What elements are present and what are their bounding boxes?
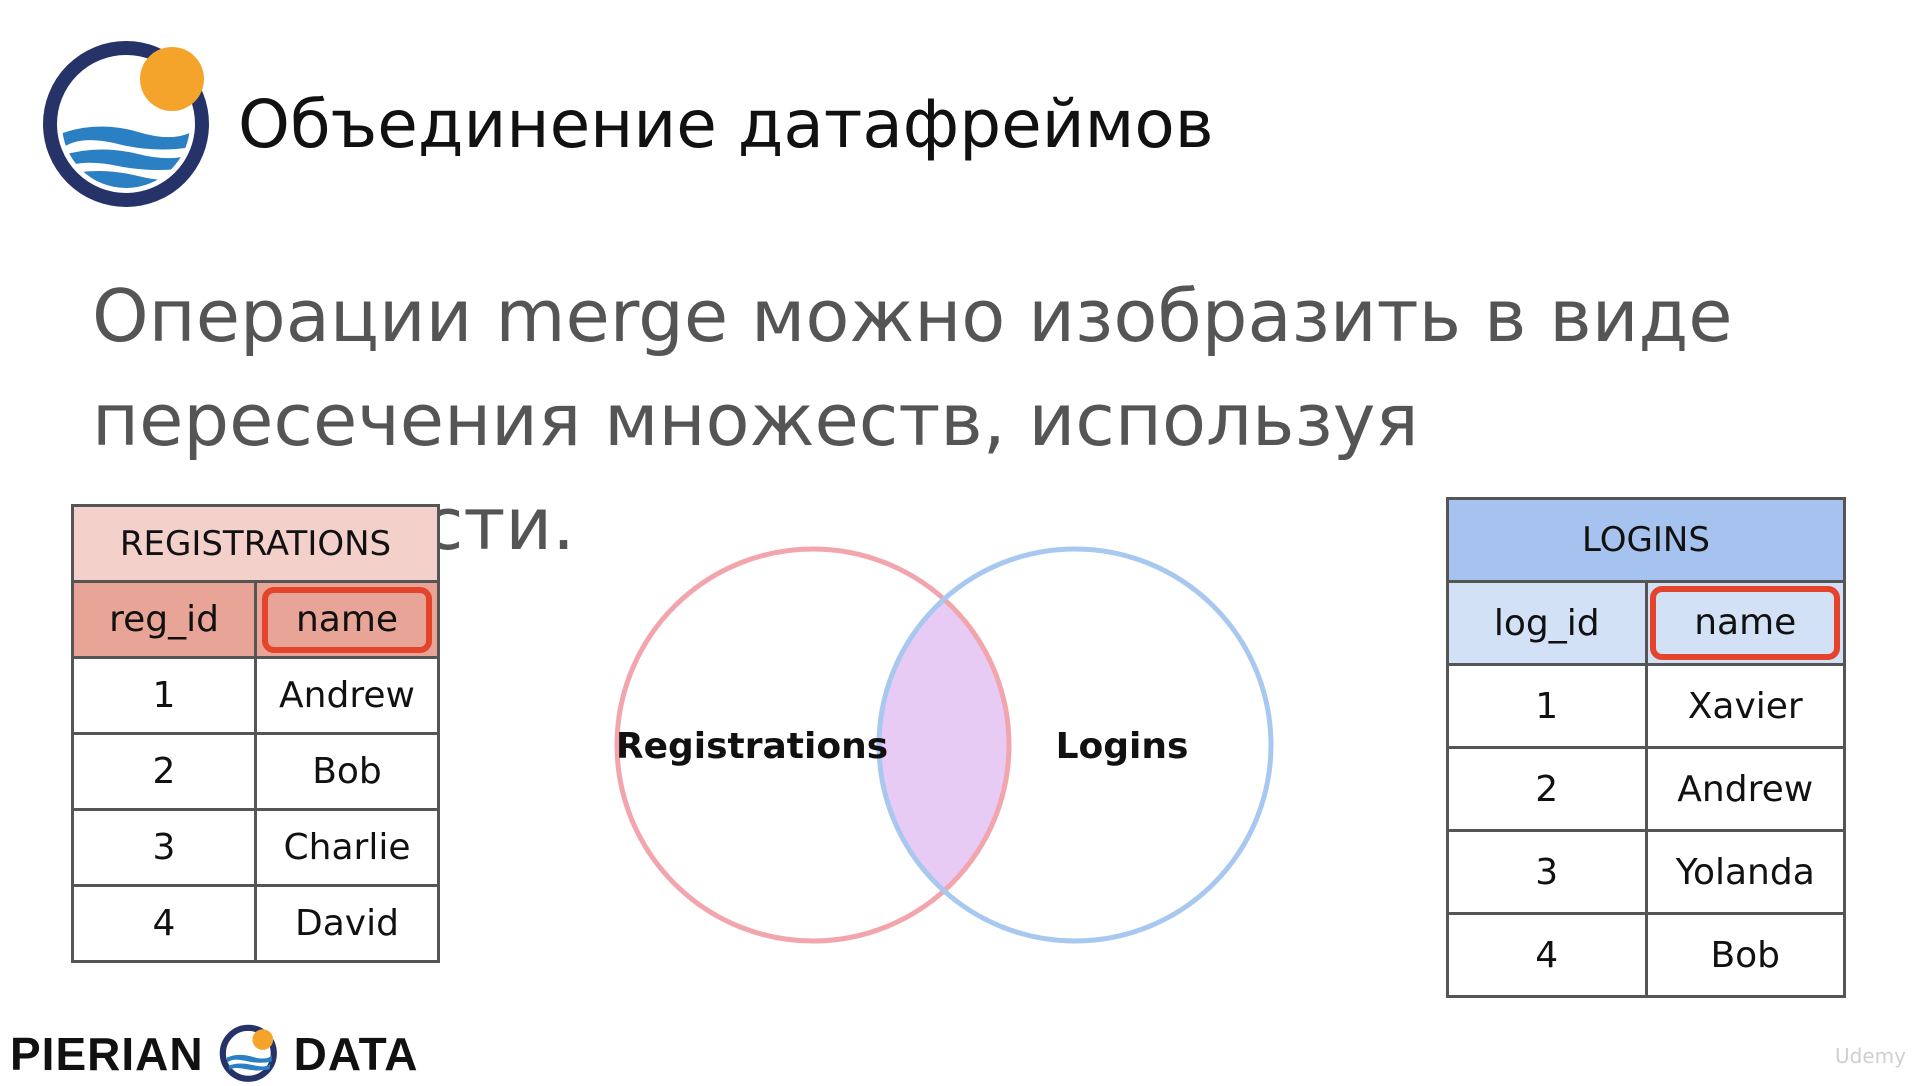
table-row: 2 Bob [71,732,440,811]
table-row: 4 David [71,884,440,963]
table-row: 2 Andrew [1446,746,1846,832]
registrations-table: REGISTRATIONS reg_id name 1 Andrew 2 Bob… [71,504,440,963]
table-row: 3 Yolanda [1446,829,1846,915]
cell-id: 3 [71,808,257,887]
logins-caption: LOGINS [1446,497,1846,583]
brand-left-text: PIERIAN [10,1028,204,1080]
cell-name: Bob [1644,912,1846,998]
slide-text: Операции merge можно изобразить в виде п… [92,274,1733,566]
pierian-data-logo-icon [219,1024,277,1082]
cell-id: 1 [71,656,257,735]
cell-name: David [254,884,440,963]
logins-table: LOGINS log_id name 1 Xavier 2 Andrew 3 Y… [1446,497,1846,998]
cell-id: 3 [1446,829,1648,915]
column-header-name: name [254,580,440,659]
brand-right-text: DATA [293,1028,419,1080]
registrations-label: Registrations [616,726,888,767]
table-row: 1 Xavier [1446,663,1846,749]
cell-id: 4 [71,884,257,963]
brand-footer: PIERIAN DATA [10,1022,419,1086]
column-header-log-id: log_id [1446,580,1648,666]
cell-name: Andrew [1644,746,1846,832]
cell-name: Charlie [254,808,440,887]
slide-title: Объединение датафреймов [238,86,1214,163]
cell-id: 2 [71,732,257,811]
cell-name: Bob [254,732,440,811]
cell-name: Andrew [254,656,440,735]
table-row: 1 Andrew [71,656,440,735]
registrations-circle [614,546,1012,944]
table-row: 4 Bob [1446,912,1846,998]
pierian-data-logo-icon [43,41,209,207]
table-row: 3 Charlie [71,808,440,887]
cell-id: 2 [1446,746,1648,832]
column-header-reg-id: reg_id [71,580,257,659]
cell-name: Xavier [1644,663,1846,749]
logins-label: Logins [1056,726,1189,767]
registrations-caption: REGISTRATIONS [71,504,440,583]
cell-id: 1 [1446,663,1648,749]
cell-id: 4 [1446,912,1648,998]
udemy-watermark: Udemy [1835,1044,1906,1068]
cell-name: Yolanda [1644,829,1846,915]
highlighted-name-header: name [262,586,432,653]
highlighted-name-header: name [1650,586,1841,660]
overlap-region [879,549,1009,941]
logins-circle [876,546,1274,944]
column-header-name: name [1644,580,1846,666]
